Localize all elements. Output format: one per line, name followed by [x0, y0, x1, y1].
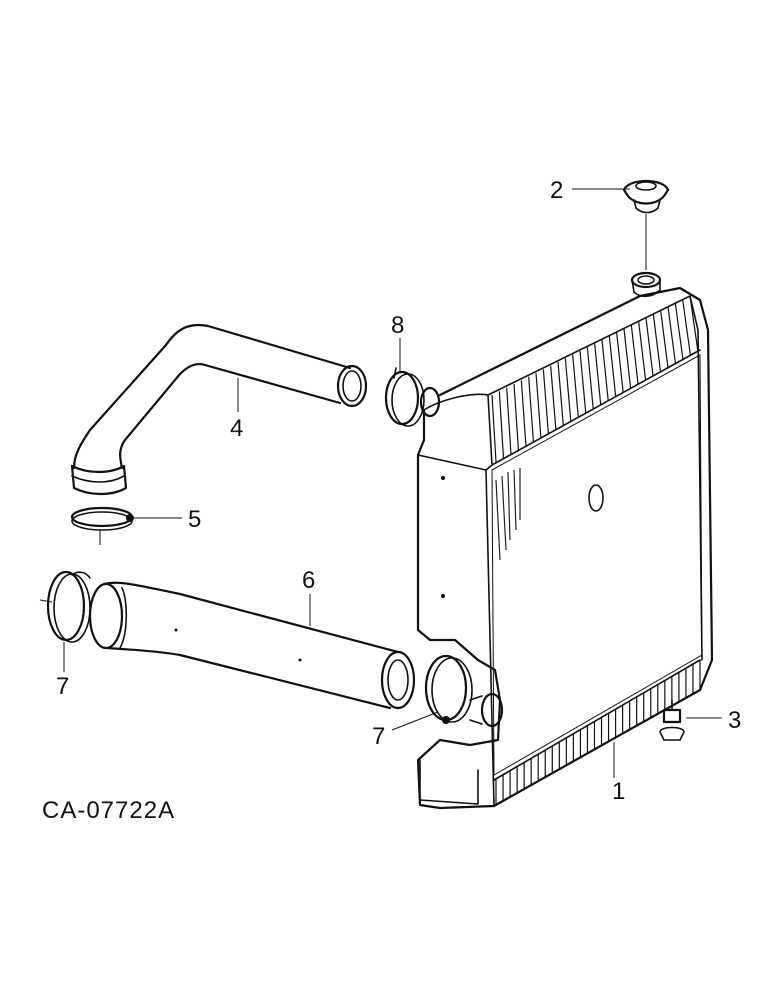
- top-fin: [579, 350, 587, 414]
- top-fin: [674, 303, 684, 361]
- top-fin: [513, 383, 520, 450]
- top-fin: [564, 358, 572, 422]
- drawing-code: CA-07722A: [42, 797, 175, 824]
- lower-hose-clamp-left: [39, 570, 91, 643]
- callout-1: 1: [612, 778, 625, 805]
- top-fin: [528, 376, 535, 442]
- callout-2: 2: [550, 177, 563, 204]
- top-fin: [550, 365, 557, 430]
- callout-5: 5: [188, 506, 201, 533]
- leader-lines: [63, 188, 722, 778]
- top-fin: [682, 299, 692, 357]
- top-fin: [498, 391, 505, 458]
- upper-hose-clamp-upper: [384, 367, 425, 427]
- radiator-cap: [622, 179, 670, 270]
- top-fin: [491, 394, 497, 463]
- top-fin: [535, 372, 542, 438]
- callout-3: 3: [728, 707, 741, 734]
- top-fin: [557, 361, 564, 426]
- top-fin: [586, 347, 594, 410]
- top-fin: [638, 321, 647, 381]
- upper-hose-clamp-lower: [70, 506, 134, 545]
- callout-4: 4: [230, 415, 243, 442]
- top-fin: [594, 343, 602, 406]
- callout-7-left: 7: [56, 673, 69, 700]
- radiator: [416, 271, 714, 810]
- callout-7-right: 7: [372, 723, 385, 750]
- top-fin: [652, 314, 662, 373]
- top-fin: [542, 369, 549, 434]
- top-fin: [601, 339, 609, 401]
- lower-hose: [88, 581, 416, 710]
- callout-6: 6: [302, 567, 315, 594]
- top-fin: [506, 387, 512, 454]
- top-fin: [645, 317, 654, 377]
- top-fin: [689, 295, 699, 353]
- top-fin: [667, 306, 677, 365]
- top-fin: [660, 310, 669, 369]
- lower-hose-clamp-right: [424, 654, 473, 724]
- top-fin: [520, 380, 527, 446]
- top-fin: [623, 328, 632, 389]
- top-fin: [616, 332, 624, 393]
- upper-hose: [70, 323, 368, 496]
- callout-8: 8: [391, 312, 404, 339]
- top-fin: [572, 354, 579, 418]
- top-fin: [608, 336, 617, 397]
- drain-cock: [659, 699, 685, 741]
- top-fin: [630, 325, 639, 385]
